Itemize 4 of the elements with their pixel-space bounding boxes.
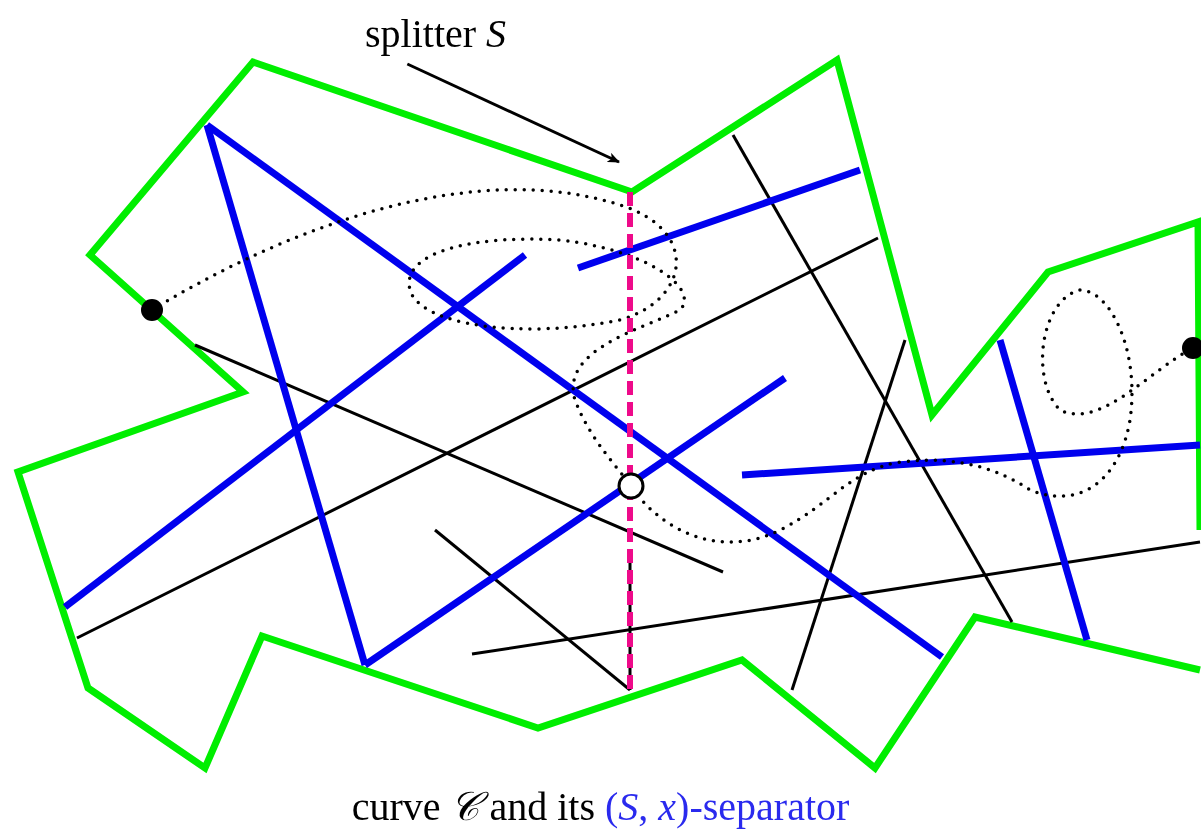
separator-label: (S, x)-separator xyxy=(605,785,850,829)
leader-arrow xyxy=(406,62,620,164)
splitter-label: splitter S xyxy=(365,12,507,56)
splitter-line xyxy=(627,192,633,690)
